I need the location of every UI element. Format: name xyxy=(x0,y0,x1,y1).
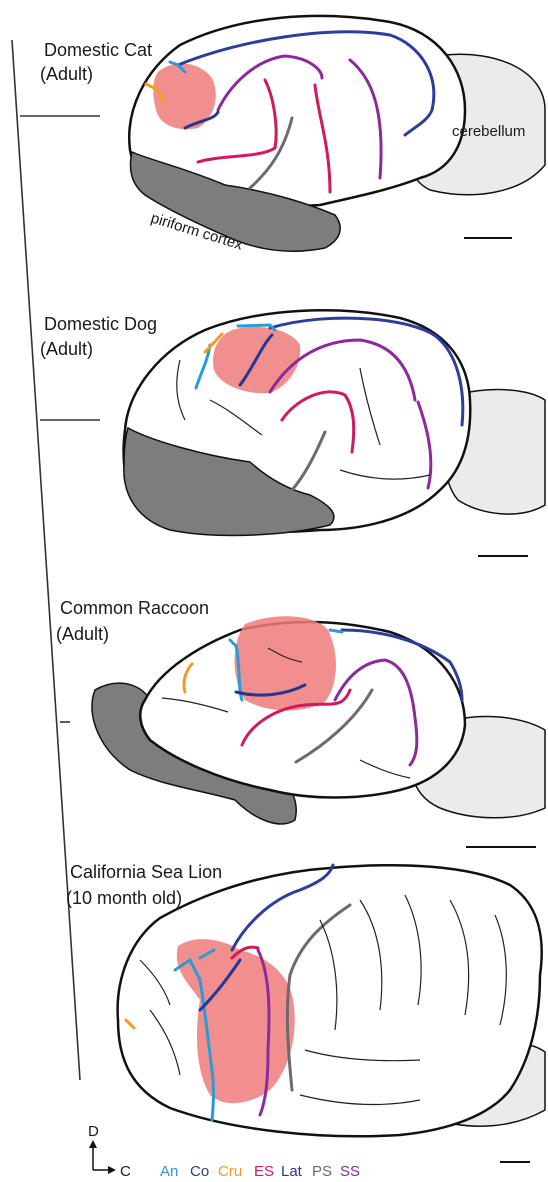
caudal-label: C xyxy=(120,1163,131,1180)
panel-title: Common Raccoon xyxy=(60,598,209,618)
orientation-indicator: D C xyxy=(88,1123,131,1180)
cerebellum-label: cerebellum xyxy=(452,123,525,140)
panel-title: Domestic Cat xyxy=(44,40,152,60)
arrow-up-icon xyxy=(89,1140,97,1148)
legend-item: ES xyxy=(254,1163,274,1180)
panel-subtitle: (Adult) xyxy=(56,624,109,644)
arrow-right-icon xyxy=(108,1166,116,1174)
legend-item: PS xyxy=(312,1163,332,1180)
panel-title: California Sea Lion xyxy=(70,862,222,882)
legend-item: SS xyxy=(340,1163,360,1180)
dog-brain xyxy=(124,310,545,556)
dorsal-label: D xyxy=(88,1123,99,1140)
sulcus-legend: An Co Cru ES Lat PS SS xyxy=(160,1163,360,1180)
legend-item: Cru xyxy=(218,1163,242,1180)
legend-item: Lat xyxy=(281,1163,303,1180)
panel-subtitle: (Adult) xyxy=(40,339,93,359)
raccoon-sulcus-an2 xyxy=(330,630,342,632)
sea-lion-brain xyxy=(118,865,545,1162)
panel-title: Domestic Dog xyxy=(44,314,157,334)
legend-item: Co xyxy=(190,1163,209,1180)
panel-subtitle: (10 month old) xyxy=(66,888,182,908)
legend-item: An xyxy=(160,1163,178,1180)
raccoon-motor-highlight xyxy=(234,616,335,710)
panel-subtitle: (Adult) xyxy=(40,64,93,84)
phylogeny-axis xyxy=(12,40,100,1080)
raccoon-brain xyxy=(92,616,545,847)
